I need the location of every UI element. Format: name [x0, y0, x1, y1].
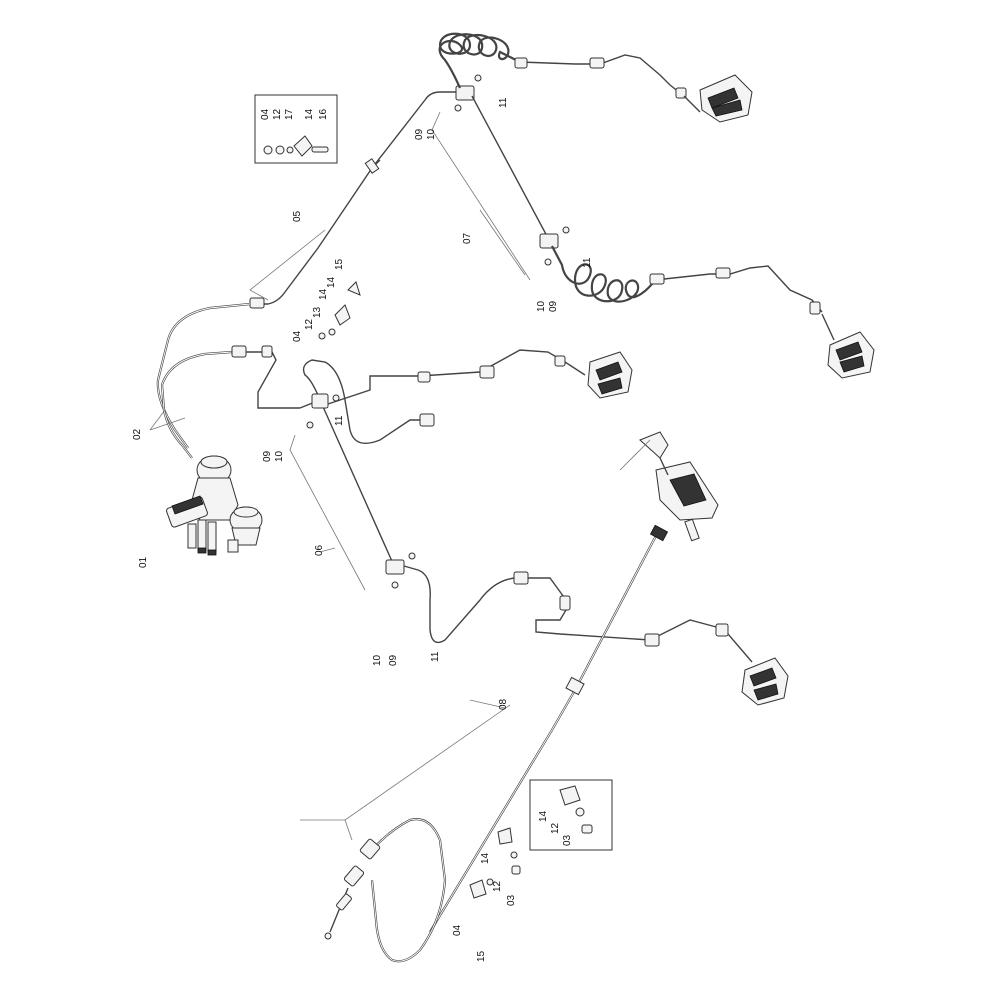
hardware-cluster-mid	[318, 281, 361, 340]
brake-pipe-07	[455, 85, 559, 249]
master-cylinder-01	[166, 455, 263, 556]
parking-brake-lever	[639, 431, 719, 542]
label-14-cluster: 14	[318, 288, 329, 300]
inset-box-hardware-bottom	[529, 779, 613, 851]
callout-labels: 01 02 05 06 07 08 11 11 11 11 09 10 10 0…	[132, 97, 593, 962]
label-08: 08	[498, 698, 509, 710]
coiled-hose-top	[438, 32, 687, 99]
label-14-box: 14	[304, 108, 315, 120]
label-12-inset: 12	[550, 822, 561, 834]
label-10-top: 10	[426, 128, 437, 140]
label-01: 01	[138, 556, 149, 568]
label-05: 05	[292, 210, 303, 222]
label-04-bottom: 04	[452, 924, 463, 936]
label-07: 07	[462, 232, 473, 244]
brake-pipe-06	[299, 359, 753, 663]
label-12-box: 12	[272, 108, 283, 120]
label-09-bottom: 09	[388, 654, 399, 666]
pipe-to-middle-caliper	[327, 349, 586, 405]
label-10-mid: 10	[274, 450, 285, 462]
label-15-cluster: 15	[334, 258, 345, 270]
brake-cable-08	[324, 524, 669, 963]
label-14-inset: 14	[538, 810, 549, 822]
label-10-bottom: 10	[372, 654, 383, 666]
label-03-inset: 03	[562, 834, 573, 846]
hardware-cluster-bottom	[469, 827, 521, 899]
label-14-cluster-b: 14	[326, 276, 337, 288]
brake-caliper-middle	[587, 351, 633, 399]
label-09-top: 09	[414, 128, 425, 140]
label-04-box: 04	[260, 108, 271, 120]
brake-caliper-top-right	[683, 74, 753, 123]
label-09-mid: 09	[262, 450, 273, 462]
brake-pipe-05	[249, 91, 470, 309]
label-14-bottom: 14	[480, 852, 491, 864]
label-12-bottom: 12	[492, 880, 503, 892]
label-16: 16	[318, 108, 329, 120]
inset-box-hardware-top	[254, 94, 338, 164]
flexible-hoses-02	[156, 302, 300, 459]
label-11-bottom: 11	[430, 651, 441, 662]
label-02: 02	[132, 428, 143, 440]
label-10-lower: 10	[536, 300, 547, 312]
coiled-hose-lower	[551, 245, 823, 315]
label-11-mid: 11	[334, 415, 345, 426]
label-17: 17	[284, 108, 295, 120]
label-09-lower: 09	[548, 300, 559, 312]
leader-lines	[149, 111, 651, 841]
label-06: 06	[314, 544, 325, 556]
brake-caliper-right	[821, 313, 875, 379]
label-04-cluster: 04	[292, 330, 303, 342]
label-03-bottom: 03	[506, 894, 517, 906]
label-13: 13	[312, 306, 323, 318]
label-11-top: 11	[498, 97, 509, 108]
bleed-nipples	[306, 74, 570, 589]
label-12-cluster: 12	[304, 318, 315, 330]
label-15-bottom: 15	[476, 950, 487, 962]
label-11-lower: 11	[582, 257, 593, 268]
brake-caliper-lower-right	[741, 657, 789, 706]
